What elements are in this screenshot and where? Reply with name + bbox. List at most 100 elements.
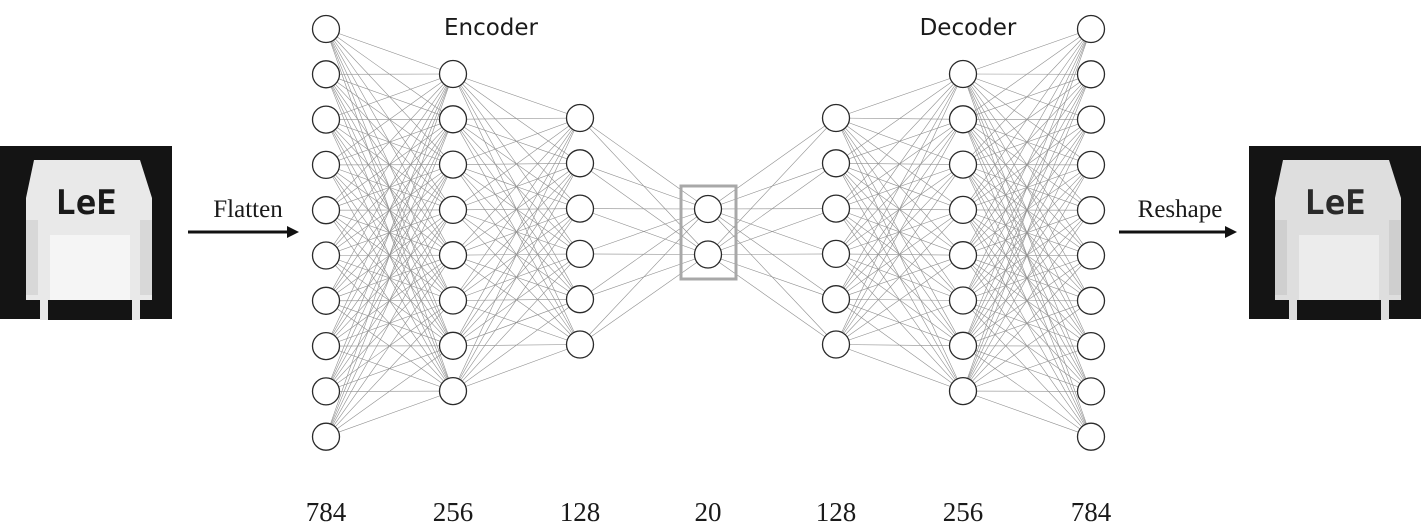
- edge-enc2-5-to-latent-1: [579, 254, 709, 345]
- flatten-label: Flatten: [213, 196, 283, 223]
- edge-enc1-7-to-enc2-3: [452, 253, 581, 392]
- edge-dec2-7-to-output-6: [962, 300, 1092, 392]
- edge-dec1-1-to-dec2-0: [835, 73, 964, 164]
- neuron-dec1-5: [821, 330, 851, 359]
- neuron-dec1-1: [821, 149, 851, 178]
- edge-latent-1-to-dec1-3: [707, 253, 837, 255]
- edge-latent-1-to-dec1-1: [707, 163, 837, 255]
- reshape-label: Reshape: [1138, 196, 1223, 223]
- latent-bottleneck-box: [679, 184, 738, 281]
- edge-dec2-7-to-output-5: [962, 255, 1092, 392]
- edge-latent-1-to-dec1-0: [707, 117, 837, 255]
- neuron-enc1-7: [438, 376, 468, 406]
- edge-dec2-1-to-output-0: [962, 28, 1092, 120]
- neuron-enc1-2: [438, 150, 468, 179]
- edge-enc2-4-to-latent-0: [579, 208, 709, 300]
- neuron-dec2-6: [948, 331, 978, 360]
- neuron-enc1-5: [438, 286, 468, 315]
- neuron-input-5: [311, 241, 341, 270]
- neuron-enc1-6: [438, 331, 468, 360]
- edge-input-9-to-enc1-0: [325, 73, 454, 437]
- neuron-output-2: [1076, 105, 1106, 134]
- neuron-input-1: [311, 60, 341, 89]
- edge-dec1-2-to-dec2-0: [835, 73, 964, 209]
- edge-enc2-1-to-latent-0: [579, 163, 709, 210]
- neuron-dec2-2: [948, 150, 978, 179]
- layer-count-dec1: 128: [816, 497, 857, 527]
- edge-input-6-to-enc1-0: [325, 73, 454, 301]
- svg-text:LeE: LeE: [55, 183, 116, 223]
- neuron-output-1: [1076, 60, 1106, 89]
- neuron-input-0: [311, 14, 341, 44]
- edge-enc1-5-to-enc2-0: [452, 117, 581, 301]
- neuron-latent-1: [693, 240, 723, 269]
- edge-input-7-to-enc1-0: [325, 73, 454, 347]
- neuron-enc2-0: [565, 103, 595, 133]
- edge-dec1-0-to-dec2-0: [835, 73, 964, 119]
- edge-dec1-5-to-dec2-3: [835, 209, 964, 345]
- edge-latent-1-to-dec1-2: [707, 208, 837, 255]
- neuron-input-2: [311, 105, 341, 134]
- neuron-dec2-4: [948, 241, 978, 270]
- layer-count-output: 784: [1071, 497, 1112, 527]
- edge-enc1-4-to-enc2-0: [452, 117, 581, 256]
- edge-dec1-5-to-dec2-6: [835, 344, 964, 347]
- neuron-input-8: [311, 377, 341, 406]
- edge-dec2-4-to-output-0: [962, 28, 1092, 256]
- edge-dec2-7-to-output-1: [962, 74, 1092, 392]
- edge-dec2-7-to-output-7: [962, 345, 1092, 392]
- neuron-output-5: [1076, 241, 1106, 270]
- neuron-enc1-1: [438, 105, 468, 134]
- layer-count-enc1: 256: [433, 497, 474, 527]
- edge-input-9-to-enc1-1: [325, 119, 454, 437]
- edge-enc1-7-to-enc2-0: [452, 117, 581, 392]
- edge-enc1-3-to-enc2-0: [452, 117, 581, 211]
- neuron-input-4: [311, 196, 341, 225]
- edge-dec1-4-to-dec2-0: [835, 73, 964, 300]
- edge-dec1-5-to-dec2-2: [835, 164, 964, 345]
- neuron-dec2-0: [948, 59, 978, 89]
- edge-dec2-5-to-output-0: [962, 28, 1092, 301]
- neuron-output-0: [1076, 14, 1106, 44]
- output-image: LeE: [1249, 146, 1421, 320]
- connection-edges: [325, 28, 1092, 437]
- neuron-enc2-5: [565, 330, 595, 359]
- edge-input-9-to-enc1-7: [325, 390, 454, 437]
- neuron-enc1-0: [438, 59, 468, 89]
- edge-input-9-to-enc1-5: [325, 300, 454, 437]
- neuron-enc2-4: [565, 285, 595, 314]
- encoder-title: Encoder: [444, 15, 539, 41]
- neuron-dec1-2: [821, 194, 851, 223]
- layer-count-latent: 20: [695, 497, 722, 527]
- edge-input-3-to-enc1-0: [325, 73, 454, 166]
- edge-dec2-7-to-output-3: [962, 164, 1092, 392]
- edge-dec2-0-to-output-0: [962, 28, 1092, 75]
- edge-input-9-to-enc1-6: [325, 345, 454, 437]
- neuron-output-9: [1076, 422, 1106, 451]
- edge-input-9-to-enc1-4: [325, 255, 454, 437]
- neuron-dec2-1: [948, 105, 978, 134]
- edge-enc1-7-to-enc2-5: [452, 344, 581, 392]
- reshape-arrow: [1119, 226, 1237, 238]
- edge-dec2-7-to-output-2: [962, 119, 1092, 392]
- edge-dec2-7-to-output-9: [962, 390, 1092, 437]
- edge-dec1-3-to-dec2-0: [835, 73, 964, 255]
- edge-enc2-5-to-latent-0: [579, 208, 709, 345]
- edge-enc1-2-to-enc2-0: [452, 117, 581, 165]
- flatten-arrow: [188, 226, 299, 238]
- neuron-dec1-3: [821, 239, 851, 269]
- neuron-enc1-3: [438, 195, 468, 225]
- neuron-enc2-2: [565, 194, 595, 223]
- neuron-input-3: [311, 150, 341, 180]
- edge-latent-1-to-dec1-5: [707, 254, 837, 345]
- edge-latent-0-to-dec1-0: [707, 117, 837, 210]
- decoder-title: Decoder: [920, 15, 1017, 41]
- edge-dec1-5-to-dec2-4: [835, 254, 964, 345]
- edge-input-5-to-enc1-0: [325, 73, 454, 256]
- edge-enc1-7-to-enc2-2: [452, 208, 581, 392]
- edge-input-0-to-enc1-0: [325, 28, 454, 75]
- layer-count-input: 784: [306, 497, 347, 527]
- neuron-enc2-3: [565, 239, 595, 269]
- neuron-latent-0: [693, 194, 723, 224]
